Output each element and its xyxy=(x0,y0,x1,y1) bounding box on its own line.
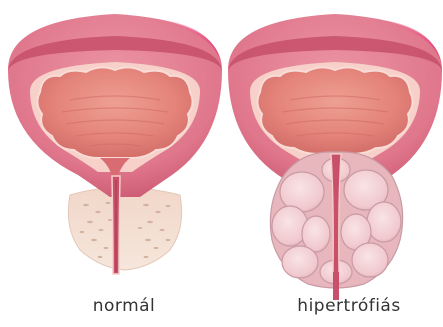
prostate-nodule xyxy=(352,243,388,277)
prostate-nodule xyxy=(282,246,318,278)
caption-normal: normál xyxy=(64,296,184,316)
hyper-bladder-lumen xyxy=(257,67,412,154)
panel-hypertrophic xyxy=(228,14,442,300)
caption-hypertrophic: hipertrófiás xyxy=(274,296,424,316)
prostate-nodule xyxy=(367,202,401,242)
normal-prostate xyxy=(68,188,181,271)
panel-normal xyxy=(8,14,222,274)
